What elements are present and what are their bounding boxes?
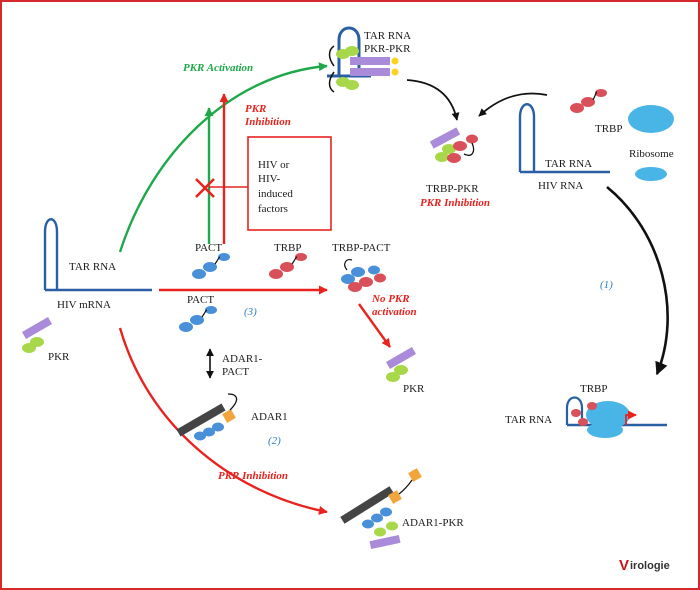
step1-label: (1) [600, 279, 613, 291]
trbp-bottom-right-label: TRBP [580, 383, 608, 395]
hiv-box-line1: HIV or [258, 159, 290, 171]
trbp-pkr-label: TRBP-PKR [426, 183, 479, 195]
logo-initial: V [619, 557, 629, 574]
no-pkr-line2: activation [372, 306, 417, 318]
pkr-inhibition-bottom-label: PKR Inhibition [218, 470, 288, 482]
trbp-pact-label: TRBP-PACT [332, 242, 391, 254]
pkr-inhibition-top-line1: PKR [245, 103, 266, 115]
trbp-mid-label: TRBP [274, 242, 302, 254]
left-tar-rna-hairpin [43, 218, 152, 292]
x-mark-icon [195, 178, 215, 198]
translation-arrow [606, 185, 669, 376]
pkr-left-label: PKR [48, 351, 70, 363]
hiv-box-line4: factors [258, 203, 288, 215]
trbp-pkr-inhibition-label: PKR Inhibition [420, 197, 490, 209]
trbp-to-trbp-pkr-arrow [478, 92, 548, 117]
adar1-pkr-complex [340, 468, 422, 550]
hiv-rna-label: HIV RNA [538, 180, 583, 192]
virologie-logo: V irologie [619, 557, 670, 574]
tar-rna-pkr-dimer [327, 26, 399, 93]
adar1-pact-line2: PACT [222, 366, 249, 378]
trbp-pkr-complex [429, 127, 478, 163]
hiv-box-line2: HIV- [258, 173, 281, 185]
tar-rna-left-label: TAR RNA [69, 261, 116, 273]
no-pkr-line1: No PKR [371, 293, 410, 305]
dimer-to-trbp-pkr-arrow [406, 79, 460, 121]
pact-lower-label: PACT [187, 294, 214, 306]
hiv-factors-box [247, 136, 332, 231]
adar1-pkr-inhibition-arrow [118, 327, 328, 515]
trbp-right-label: TRBP [595, 123, 623, 135]
trbp-protein-icon [570, 89, 607, 113]
adar1-label: ADAR1 [251, 411, 288, 423]
no-activation-arrow [358, 303, 391, 348]
trbp-mid-icon [269, 253, 307, 279]
pkr-activation-label: PKR Activation [183, 62, 253, 74]
tar-rna-bottom-right-label: TAR RNA [505, 414, 552, 426]
step2-label: (2) [268, 435, 281, 447]
logo-text: irologie [630, 560, 670, 572]
step3-label: (3) [244, 306, 257, 318]
adar1-protein-icon [176, 393, 238, 441]
pkr-inhibition-top-line2: Inhibition [244, 116, 291, 128]
pkr-pkr-label: PKR-PKR [364, 43, 411, 55]
ribosome-icon [628, 105, 674, 181]
hiv-box-line3: induced [258, 188, 293, 200]
translation-complex [565, 396, 667, 438]
tar-rna-right-label: TAR RNA [545, 158, 592, 170]
hiv-mrna-label: HIV mRNA [57, 299, 111, 311]
adar1-pkr-label: ADAR1-PKR [402, 517, 464, 529]
tar-rna-hairpin-icon [518, 103, 610, 174]
pkr-activation-arrow [118, 62, 328, 253]
trbp-pact-complex [341, 259, 386, 292]
pact-upper-label: PACT [195, 242, 222, 254]
pact-lower-icon [179, 306, 217, 332]
adar1-pact-line1: ADAR1- [222, 353, 263, 365]
pkr-protein-icon [22, 317, 52, 353]
pkr-mid-icon [386, 347, 416, 382]
pkr-mid-label: PKR [403, 383, 425, 395]
pact-protein-icon [192, 253, 230, 279]
tar-rna-top-label: TAR RNA [364, 30, 411, 42]
ribosome-label: Ribosome [629, 148, 674, 160]
